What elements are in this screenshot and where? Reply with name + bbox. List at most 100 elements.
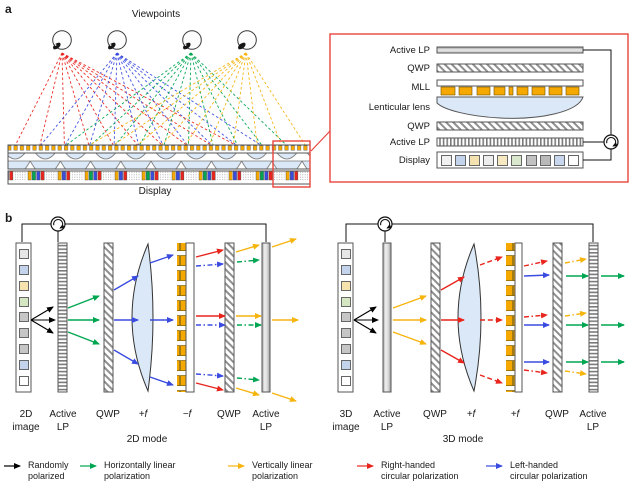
lens-plus-f-2d (131, 242, 154, 393)
display-stack (7, 144, 311, 185)
eye-icon (107, 30, 127, 50)
inset-label-active-lp-bottom: Active LP (390, 137, 430, 148)
qwp1-3d (430, 242, 441, 393)
inset-lenticular-lens (436, 96, 584, 119)
inset-label-qwp-top: QWP (407, 63, 430, 74)
active-lp-in-3d (382, 242, 392, 393)
inset-label-active-lp-top: Active LP (390, 45, 430, 56)
active-lp-out-3d (588, 242, 599, 393)
mll-minus-f-2d (177, 243, 186, 392)
image-pixels-3d (338, 243, 353, 392)
mll-substrate-3d (514, 242, 523, 393)
eye-icon (182, 30, 202, 50)
h-linear-dashdot-arrows (236, 257, 262, 383)
viewpoint-ray-fans (14, 52, 307, 147)
v-linear-dashdot-arrows (564, 257, 587, 377)
svg-text:−f: −f (183, 409, 193, 420)
lh-circular-arrows (113, 254, 174, 386)
rh-circular-dashdot-arrows (523, 259, 548, 376)
display-label: Display (139, 186, 172, 197)
lh-circular-dashdot-arrows (195, 261, 226, 379)
rays-3d (353, 256, 625, 384)
qwp1-2d (103, 242, 114, 393)
mll-plus-f-3d (506, 243, 515, 392)
eye-icon (52, 30, 72, 50)
inset-label-mll: MLL (412, 82, 430, 93)
inset-qwp-bottom-bar (436, 121, 584, 131)
panel-b: b (5, 211, 625, 445)
lens-plus-f-3d (457, 242, 482, 393)
switch-icon (50, 216, 66, 232)
inset-display-pixels (438, 153, 582, 167)
panel-a-label: a (5, 2, 12, 16)
inset-qwp-top-bar (436, 63, 584, 73)
rh-circular-dashed-arrows (479, 256, 503, 384)
viewpoints-label: Viewpoints (132, 9, 180, 20)
v-linear-arrows (392, 295, 427, 345)
inset-switch-wires (583, 49, 612, 161)
active-lp-out-2d (261, 242, 271, 393)
inset-mll-elements (440, 86, 580, 96)
inset-mll-substrate (436, 79, 584, 87)
svg-text:QWP: QWP (423, 409, 447, 420)
panel-a: a Viewpoints Display Active LP QWP MLL (5, 2, 629, 197)
qwp2-3d (552, 242, 563, 393)
svg-text:QWP: QWP (96, 409, 120, 420)
inset-active-lp-top-bar (436, 46, 584, 54)
switch-wires-2d (21, 223, 267, 242)
switch-icon (603, 134, 619, 150)
inset-label-qwp-bottom: QWP (407, 121, 430, 132)
h-linear-arrows (566, 273, 625, 365)
mode-label-2d: 2D mode (127, 434, 168, 445)
mll-layer-bar (7, 144, 311, 154)
eye-icon (237, 30, 257, 50)
display-pixel-bar (7, 170, 311, 185)
eye-icons (52, 30, 257, 50)
lenticular-lens-array (7, 152, 311, 170)
inset-frame (329, 33, 629, 183)
inset-active-lp-bottom-bar (436, 137, 584, 147)
highlight-box (272, 140, 311, 188)
switch-icon (377, 216, 393, 232)
h-linear-arrows (67, 295, 100, 345)
rh-circular-arrows (440, 276, 465, 364)
svg-text:QWP: QWP (545, 409, 569, 420)
mode-label-3d: 3D mode (443, 434, 484, 445)
mll-substrate-2d (185, 242, 195, 393)
image-pixels-2d (16, 243, 31, 392)
panel-b-label: b (5, 211, 12, 225)
rays-2d (30, 238, 299, 402)
rh-circular-arrows (195, 248, 226, 392)
svg-text:+f: +f (467, 409, 477, 420)
inset-label-display: Display (399, 155, 430, 166)
inset-label-lenticular: Lenticular lens (369, 102, 431, 113)
svg-text:+f: +f (139, 409, 149, 420)
qwp2-2d (224, 242, 235, 393)
svg-text:QWP: QWP (217, 409, 241, 420)
active-lp-in-2d (57, 242, 68, 393)
v-linear-arrows (235, 238, 299, 402)
svg-text:+f: +f (511, 409, 521, 420)
